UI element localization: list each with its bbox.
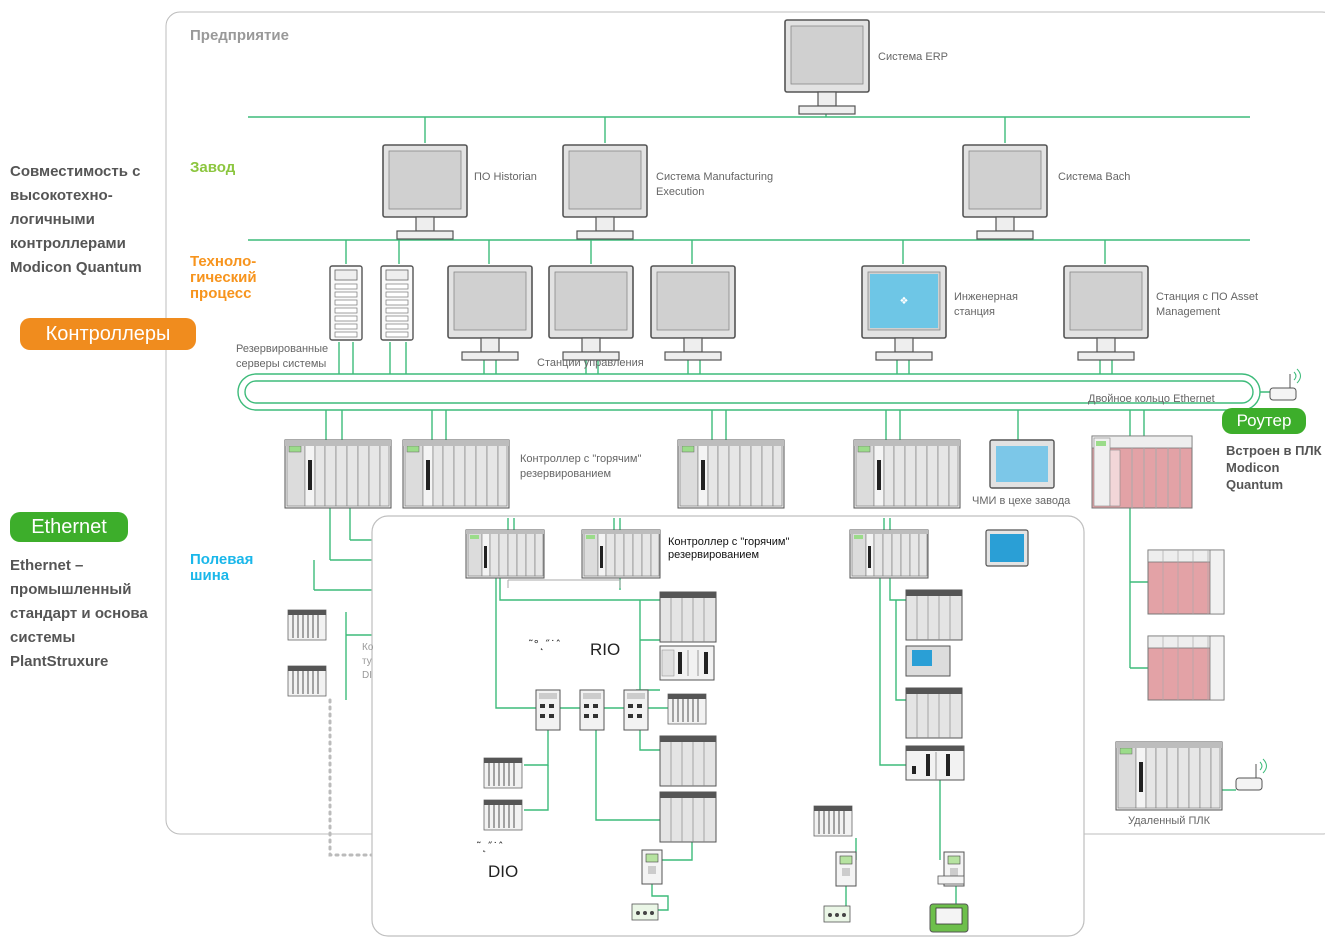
label-erp: Система ERP [878, 51, 948, 63]
label-rio: RIO [590, 640, 621, 659]
label-hmi: ЧМИ в цехе завода [972, 495, 1071, 507]
router-description: Встроен в ПЛК Modicon Quantum [1226, 443, 1322, 492]
level-enterprise: Предприятие [190, 27, 289, 44]
label-dio: DIO [488, 862, 519, 881]
compat-description: Совместимость с высокотехно-логичными ко… [10, 163, 142, 276]
label-partial-tu: ту [362, 656, 372, 667]
label-partial-ko: Ко [362, 642, 374, 653]
label-dual-ring: Двойное кольцо Ethernet [1088, 393, 1215, 405]
ethernet-badge: Ethernet [10, 512, 128, 542]
label-batch: Система Bach [1058, 171, 1131, 183]
label-partial-di: DI [362, 670, 372, 681]
router-badge: Роутер [1222, 408, 1306, 434]
label-remote-plc: Удаленный ПЛК [1128, 815, 1210, 827]
level-plant: Завод [190, 159, 236, 176]
label-hot-standby-inset: Контроллер с "горячим" резервированием [668, 536, 790, 561]
label-hot-standby: Контроллер с "горячим" резервированием [520, 453, 642, 480]
ethernet-description: Ethernet – промышленный стандарт и основ… [10, 557, 148, 670]
label-servers: Резервированные серверы системы [236, 343, 329, 370]
controllers-badge: Контроллеры [20, 318, 196, 350]
label-control-stations: Станции управления [537, 357, 644, 369]
svg-text:❖: ❖ [900, 296, 909, 307]
label-historian: ПО Historian [474, 171, 537, 183]
level-process: Техноло-гический процесс [190, 253, 257, 302]
label-engineering: Инженерная станция [954, 291, 1018, 318]
label-asset: Станция с ПО Asset Management [1156, 291, 1259, 318]
label-mes: Система Manufacturing Execution [656, 171, 774, 198]
label-dio-prefix: ˜˛˝˙ˆ [476, 840, 504, 853]
label-rio-prefix: ˜°˛˝˙ˆ [528, 638, 561, 651]
level-fieldbus: Полевая шина [190, 551, 254, 584]
